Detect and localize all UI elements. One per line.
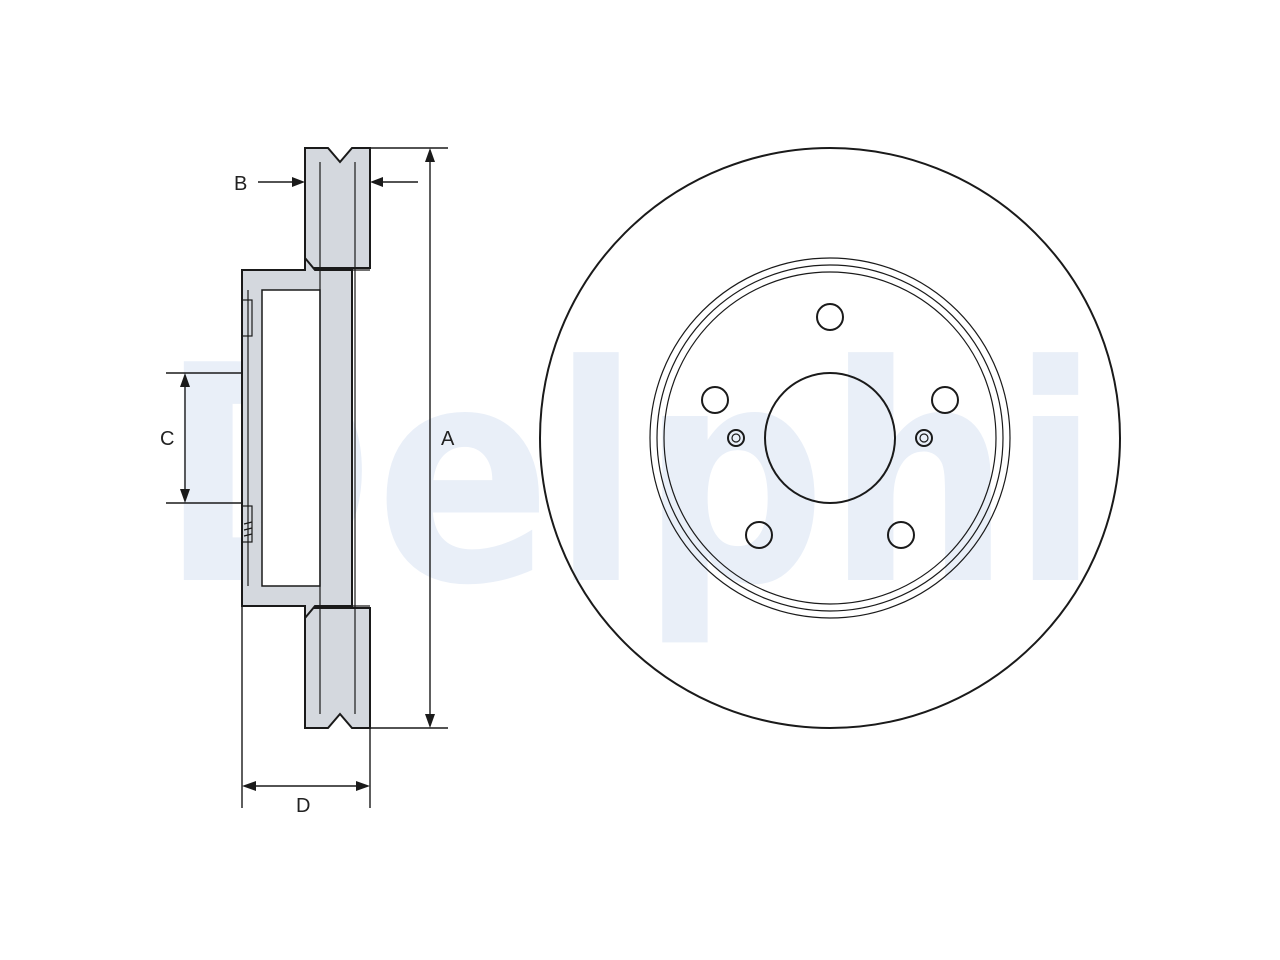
dim-c-arrow-top bbox=[180, 373, 190, 387]
pilot-hole-left-inner bbox=[731, 433, 741, 443]
bolt-hole bbox=[701, 386, 729, 414]
hat-edge bbox=[663, 271, 997, 605]
thread-mark-3 bbox=[243, 533, 253, 537]
center-bore bbox=[764, 372, 896, 504]
thread-mark-1 bbox=[243, 521, 253, 525]
friction-ring-inner-edge bbox=[649, 257, 1011, 619]
dim-c-label: C bbox=[160, 428, 174, 450]
bolt-hole bbox=[816, 303, 844, 331]
bolt-hole bbox=[931, 386, 959, 414]
dim-d-arrow-right bbox=[356, 781, 370, 791]
dim-a-arrow-bottom bbox=[425, 714, 435, 728]
front-view bbox=[539, 147, 1121, 729]
dim-a-label: A bbox=[441, 428, 455, 450]
dim-b-label: B bbox=[234, 173, 247, 195]
dimension-c: C bbox=[160, 372, 242, 504]
hub-stud-upper bbox=[241, 299, 253, 337]
dim-c-arrow-bottom bbox=[180, 489, 190, 503]
dim-b-arrow-right bbox=[370, 177, 383, 187]
pilot-hole-left-outer bbox=[727, 429, 745, 447]
dimension-b: B bbox=[234, 173, 418, 195]
bolt-hole bbox=[887, 521, 915, 549]
dim-d-label: D bbox=[296, 795, 310, 817]
hat-step-edge bbox=[656, 264, 1004, 612]
dim-a-arrow-top bbox=[425, 148, 435, 162]
bolt-hole bbox=[745, 521, 773, 549]
pilot-hole-right-inner bbox=[919, 433, 929, 443]
dim-b-arrow-left bbox=[292, 177, 305, 187]
hub-cavity bbox=[261, 289, 321, 587]
disc-section-lower bbox=[304, 607, 371, 729]
pilot-hole-right-outer bbox=[915, 429, 933, 447]
dimension-a: A bbox=[370, 147, 455, 729]
disc-outer-edge bbox=[539, 147, 1121, 729]
disc-section-upper bbox=[304, 147, 371, 269]
dimension-d: D bbox=[241, 606, 371, 817]
hub-stud-lower bbox=[241, 505, 253, 543]
thread-mark-2 bbox=[243, 527, 253, 531]
dim-d-arrow-left bbox=[242, 781, 256, 791]
side-view bbox=[241, 147, 371, 729]
